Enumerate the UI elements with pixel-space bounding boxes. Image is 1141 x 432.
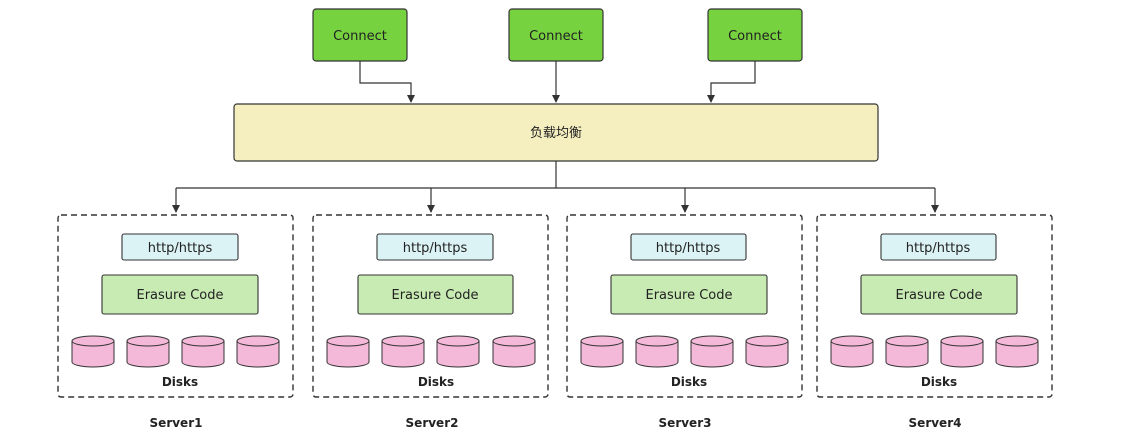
disk-icon	[126, 335, 170, 368]
connect-label-3: Connect	[728, 29, 782, 44]
protocol-box	[880, 233, 997, 261]
connector-connect3-to-balancer	[707, 61, 756, 103]
protocol-label: http/https	[403, 241, 468, 256]
disk-icon	[690, 335, 734, 368]
disk-group	[830, 335, 1039, 368]
disk-icon	[492, 335, 536, 368]
server-name: Server1	[150, 416, 203, 430]
protocol-label: http/https	[656, 241, 721, 256]
disk-icon	[885, 335, 929, 368]
disk-group	[71, 335, 280, 368]
server-frame	[312, 214, 549, 398]
protocol-label: http/https	[148, 241, 213, 256]
connect-node-1: Connect	[312, 8, 408, 62]
connect-node-2: Connect	[508, 8, 604, 62]
disk-group	[580, 335, 789, 368]
disk-icon	[181, 335, 225, 368]
protocol-box	[376, 233, 494, 261]
server-frame	[57, 214, 294, 398]
disk-icon	[381, 335, 425, 368]
connect-label-1: Connect	[333, 29, 387, 44]
server-name: Server2	[406, 416, 459, 430]
erasure-code-label: Erasure Code	[136, 288, 223, 303]
erasure-code-box	[860, 274, 1018, 315]
server-frame	[816, 214, 1053, 398]
disk-icon	[326, 335, 370, 368]
server-frame	[566, 214, 803, 398]
erasure-code-label: Erasure Code	[391, 288, 478, 303]
protocol-box	[121, 233, 239, 261]
disk-icon	[236, 335, 280, 368]
connector-connect1-to-balancer	[359, 61, 415, 103]
disk-group	[326, 335, 536, 368]
server-name: Server4	[909, 416, 962, 430]
disk-icon	[830, 335, 874, 368]
server-3: http/https Erasure Code Disks Server3	[566, 214, 803, 430]
disk-icon	[71, 335, 115, 368]
load-balancer-node: 负载均衡	[233, 103, 879, 162]
disks-label: Disks	[921, 375, 957, 389]
server-name: Server3	[659, 416, 712, 430]
disk-icon	[940, 335, 984, 368]
erasure-code-label: Erasure Code	[645, 288, 732, 303]
disk-icon	[745, 335, 789, 368]
server-1: http/https Erasure Code Disks Server1	[57, 214, 294, 430]
disk-icon	[635, 335, 679, 368]
erasure-code-box	[101, 274, 259, 315]
disk-icon	[580, 335, 624, 368]
connect-label-2: Connect	[529, 29, 583, 44]
erasure-code-box	[610, 274, 768, 315]
disks-label: Disks	[162, 375, 198, 389]
disks-label: Disks	[418, 375, 454, 389]
disk-icon	[995, 335, 1039, 368]
disks-label: Disks	[671, 375, 707, 389]
erasure-code-label: Erasure Code	[895, 288, 982, 303]
protocol-box	[630, 233, 747, 261]
disk-icon	[436, 335, 480, 368]
erasure-code-box	[357, 274, 514, 315]
load-balancer-label: 负载均衡	[530, 126, 582, 141]
connect-node-3: Connect	[707, 8, 803, 62]
protocol-label: http/https	[906, 241, 971, 256]
server-2: http/https Erasure Code Disks Server2	[312, 214, 549, 430]
server-4: http/https Erasure Code Disks Server4	[816, 214, 1053, 430]
